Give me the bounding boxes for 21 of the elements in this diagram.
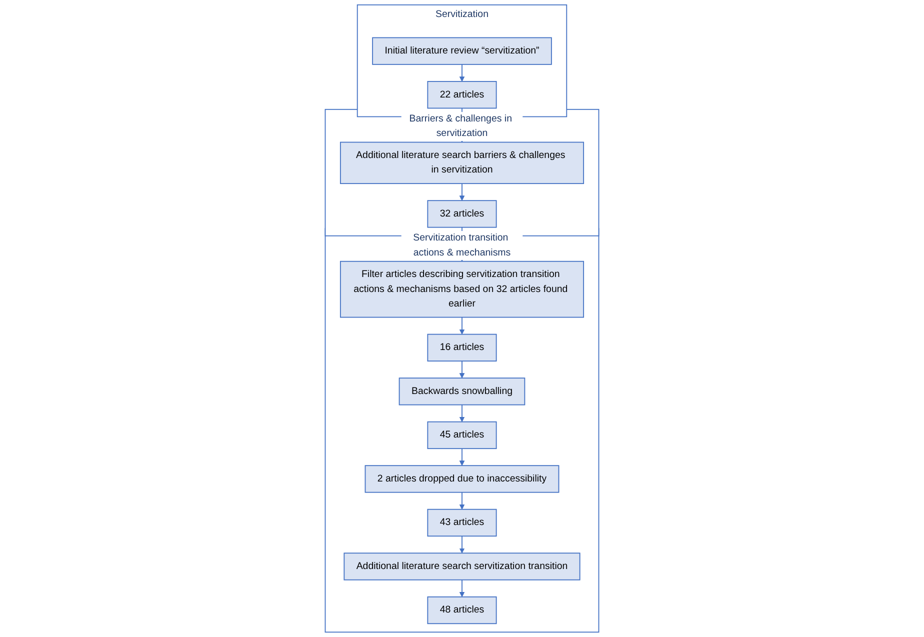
node-box: 45 articles (427, 421, 497, 450)
node-box: 16 articles (427, 334, 497, 362)
arrow (459, 360, 465, 378)
arrow (459, 579, 465, 598)
node-box: Filter articles describing servitization transition actions & mechanisms based on 32 articles found earlier (340, 260, 584, 318)
arrow (459, 404, 465, 422)
arrow (459, 448, 465, 466)
node-box: 2 articles dropped due to inaccessibility (364, 465, 560, 493)
arrow (459, 64, 465, 82)
node-box: 43 articles (427, 508, 497, 537)
node-box: Backwards snowballing (398, 378, 526, 406)
node-box: Additional literature search barriers & challenges in servitization (340, 142, 584, 184)
arrow (459, 492, 465, 510)
node-box: 48 articles (427, 596, 497, 624)
node-box: 32 articles (427, 200, 497, 228)
arrow (459, 183, 465, 201)
node-box: Additional literature search servitization transition (344, 552, 580, 580)
node-box: 22 articles (427, 81, 497, 109)
arrow (459, 536, 465, 554)
arrow (459, 316, 465, 335)
node-box: Initial literature review “servitization” (372, 37, 552, 65)
